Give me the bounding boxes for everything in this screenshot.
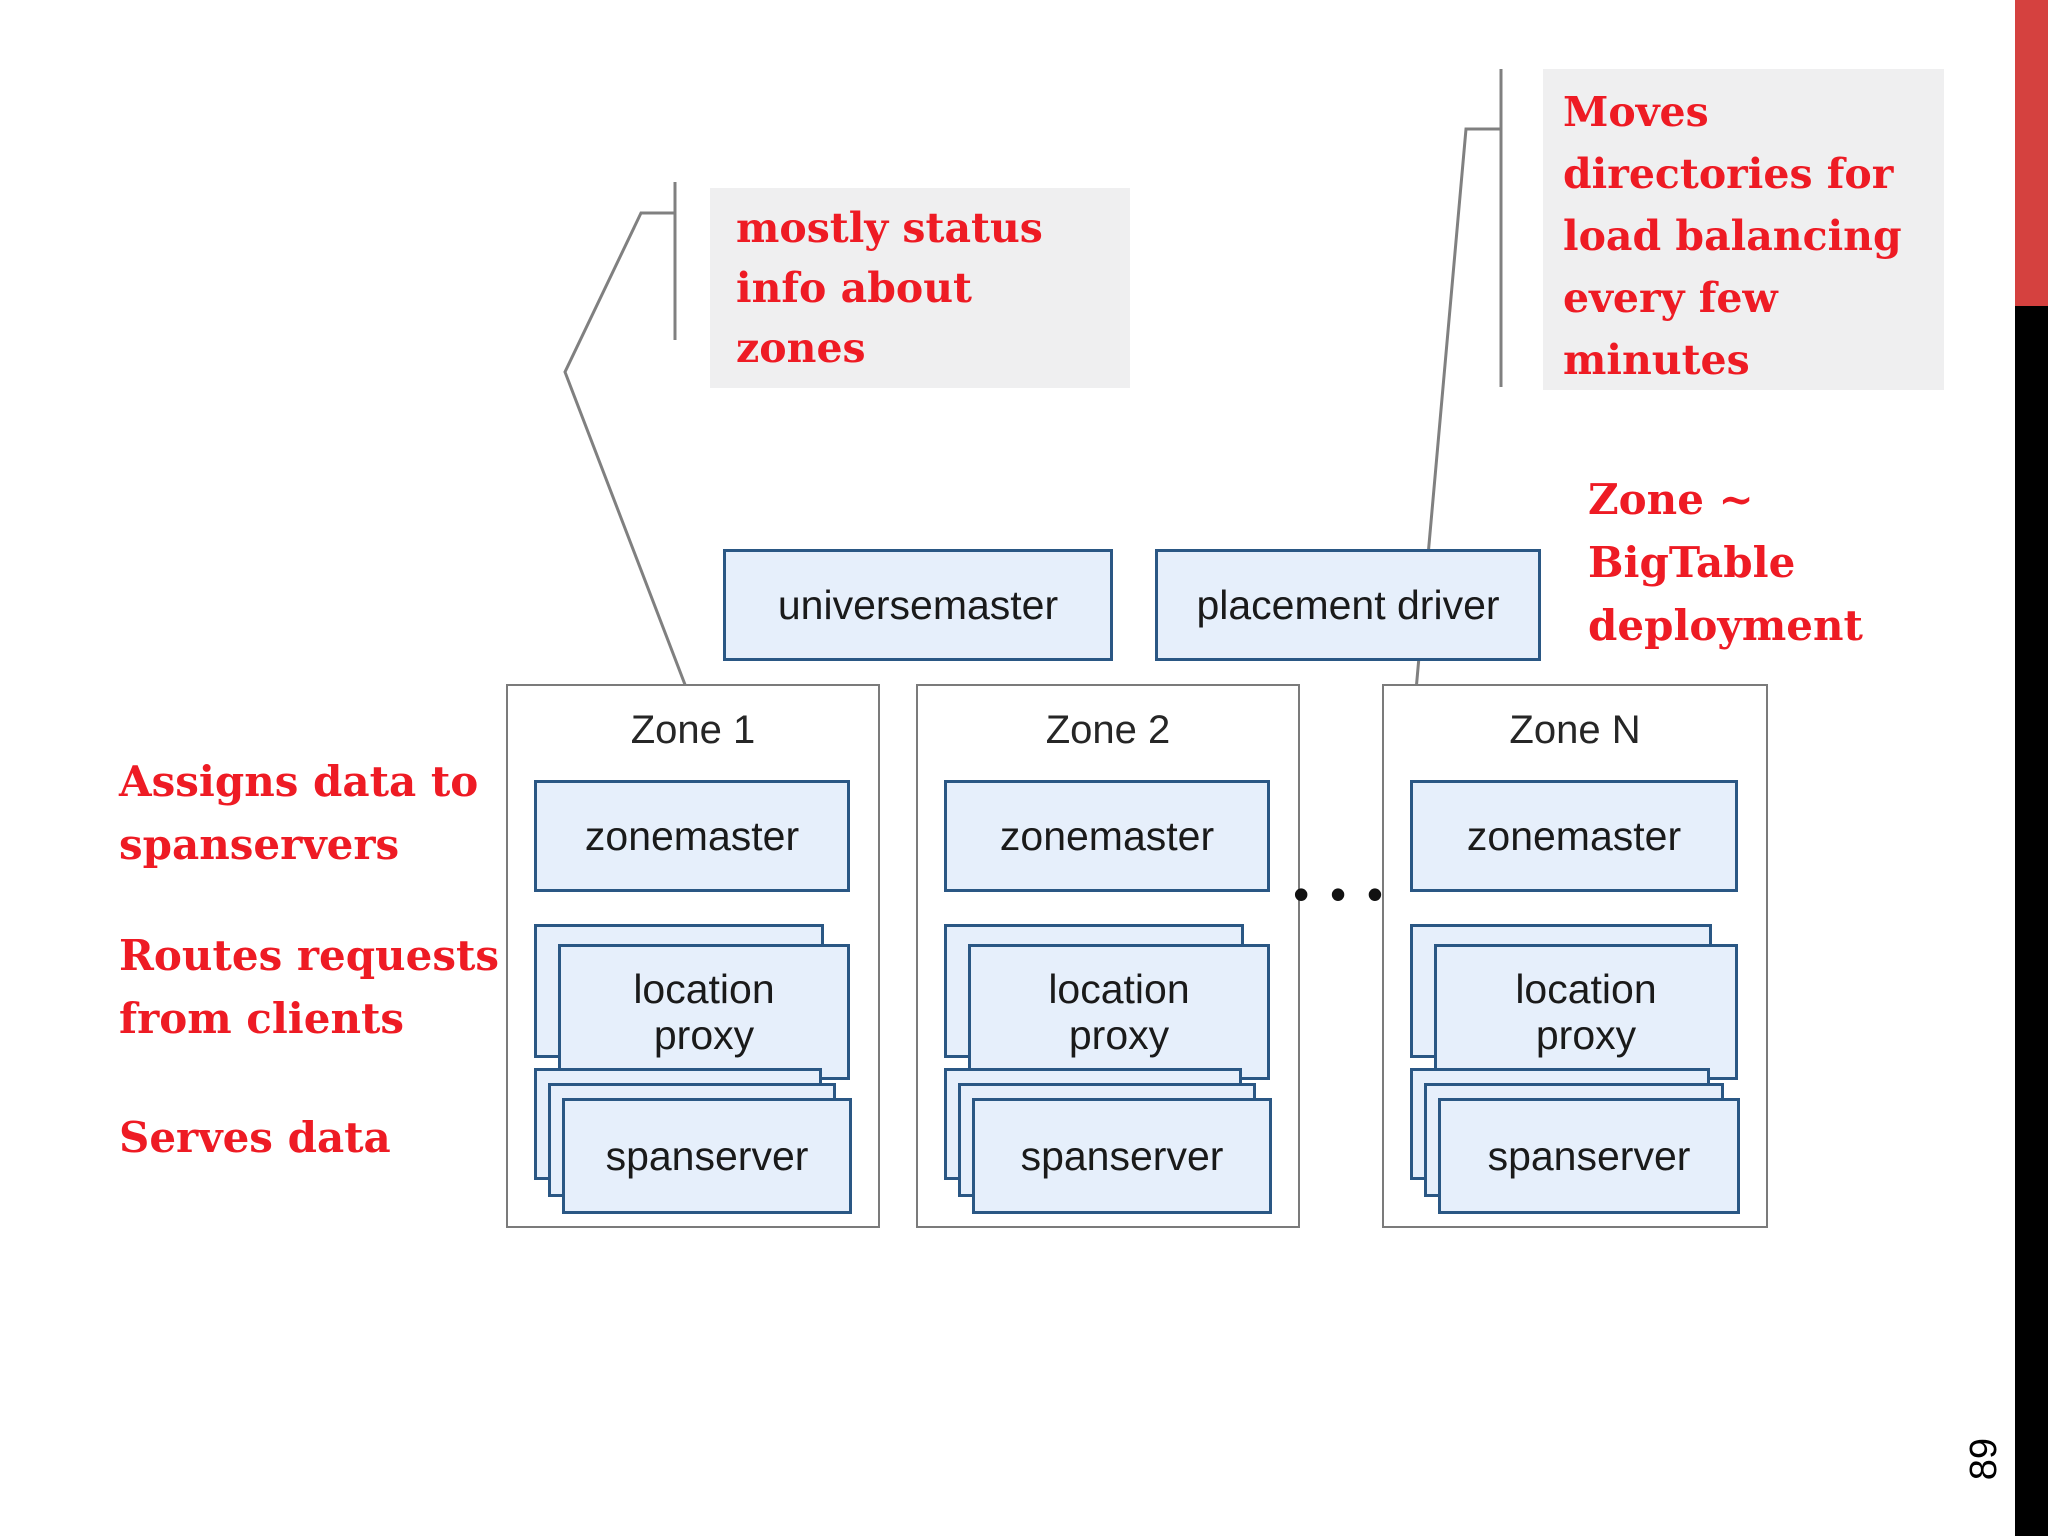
universemaster-label: universemaster <box>777 581 1059 628</box>
serves-label-line: Serves data <box>119 1113 391 1162</box>
serves-label: Serves data <box>119 1106 391 1169</box>
assigns-label-line: Assigns data to <box>119 757 479 806</box>
placement-driver-label: placement driver <box>1196 581 1500 628</box>
spanserver-label: spanserver <box>605 1132 809 1179</box>
routes-label-line: from clients <box>119 994 405 1043</box>
universemaster-box: universemaster <box>723 549 1113 661</box>
assigns-label-line: spanservers <box>119 820 400 869</box>
spanserver-stack: spanserver <box>1410 1068 1740 1214</box>
page-number-container: 89 <box>1956 1416 2012 1502</box>
status-callout: mostly status info about zones <box>710 188 1130 388</box>
spanserver-label: spanserver <box>1487 1132 1691 1179</box>
zones-ellipsis: • • • <box>1293 868 1387 920</box>
zonemaster-label: zonemaster <box>999 812 1215 859</box>
zonemaster-label: zonemaster <box>1466 812 1682 859</box>
location-proxy-box: location proxy <box>558 944 850 1080</box>
zonemaster-box: zonemaster <box>1410 780 1738 892</box>
moves-callout-line: minutes <box>1563 336 1750 384</box>
accent-bar-red <box>2015 0 2048 306</box>
routes-label-line: Routes requests <box>119 931 500 980</box>
moves-callout-line: directories for <box>1563 150 1894 198</box>
location-proxy-stack: location proxy <box>534 924 850 1080</box>
location-proxy-stack: location proxy <box>944 924 1270 1080</box>
edge-bar-black <box>2015 306 2048 1536</box>
location-proxy-label: proxy <box>653 1012 755 1058</box>
location-proxy-box: location proxy <box>968 944 1270 1080</box>
zone-1-box: Zone 1 zonemaster location proxy spanser… <box>506 684 880 1228</box>
moves-callout-line: every few <box>1563 274 1778 322</box>
location-proxy-label: location <box>1048 966 1190 1012</box>
spanserver-stack: spanserver <box>534 1068 852 1214</box>
zone-bigtable-line: Zone ~ <box>1588 475 1754 524</box>
status-callout-line: mostly status <box>736 204 1043 252</box>
zone-2-box: Zone 2 zonemaster location proxy spanser… <box>916 684 1300 1228</box>
assigns-label: Assigns data to spanservers <box>119 750 478 876</box>
status-callout-line: zones <box>736 324 866 372</box>
spanserver-box: spanserver <box>972 1098 1272 1214</box>
spanserver-label: spanserver <box>1020 1132 1224 1179</box>
location-proxy-label: proxy <box>1535 1012 1637 1058</box>
zone-2-title: Zone 2 <box>1045 708 1171 752</box>
spanserver-box: spanserver <box>562 1098 852 1214</box>
moves-callout-line: Moves <box>1563 88 1709 136</box>
spanserver-stack: spanserver <box>944 1068 1272 1214</box>
location-proxy-box: location proxy <box>1434 944 1738 1080</box>
zone-n-title: Zone N <box>1509 708 1641 752</box>
zone-1-title: Zone 1 <box>630 708 756 752</box>
location-proxy-stack: location proxy <box>1410 924 1738 1080</box>
routes-label: Routes requests from clients <box>119 924 499 1050</box>
zone-bigtable-line: deployment <box>1588 601 1863 650</box>
placement-driver-box: placement driver <box>1155 549 1541 661</box>
zonemaster-box: zonemaster <box>944 780 1270 892</box>
page-number: 89 <box>1962 1437 2005 1481</box>
moves-callout-line: load balancing <box>1563 212 1902 260</box>
zone-n-box: Zone N zonemaster location proxy spanser… <box>1382 684 1768 1228</box>
location-proxy-label: location <box>633 966 775 1012</box>
status-callout-line: info about <box>736 264 972 312</box>
zonemaster-box: zonemaster <box>534 780 850 892</box>
moves-callout: Moves directories for load balancing eve… <box>1543 69 1944 390</box>
zone-bigtable-line: BigTable <box>1588 538 1796 587</box>
zone-bigtable-note: Zone ~ BigTable deployment <box>1588 468 1863 657</box>
spanserver-box: spanserver <box>1438 1098 1740 1214</box>
location-proxy-label: location <box>1515 966 1657 1012</box>
moves-callout-pointer-line <box>1408 127 1501 759</box>
location-proxy-label: proxy <box>1068 1012 1170 1058</box>
zonemaster-label: zonemaster <box>584 812 800 859</box>
